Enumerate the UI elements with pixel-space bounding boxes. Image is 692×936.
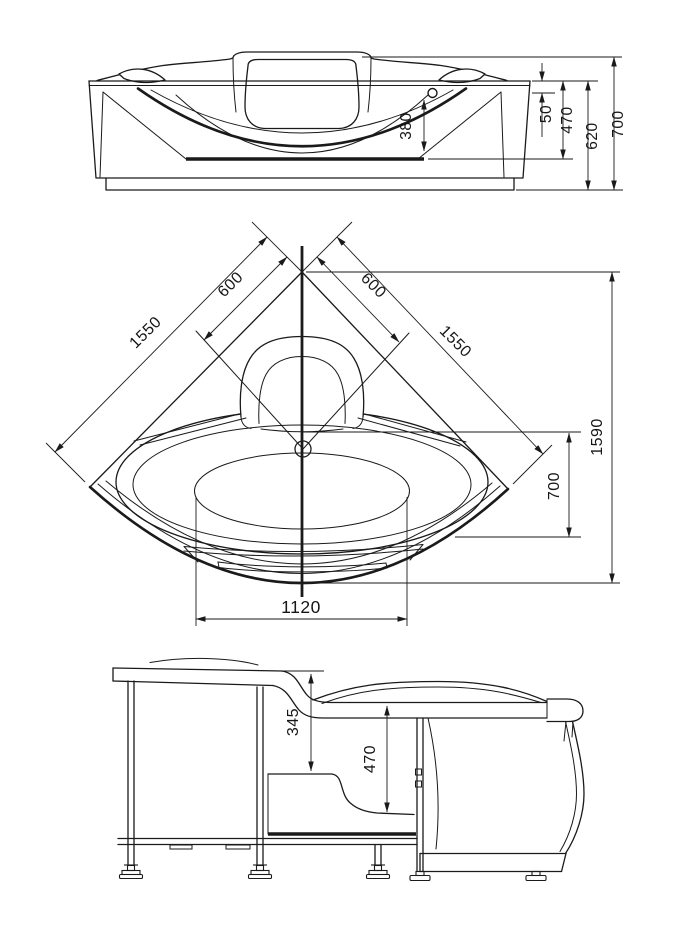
ext-corner-right (512, 444, 553, 485)
tub-rim-arch-outer (312, 680, 548, 703)
deck-seam-left-2 (139, 417, 247, 446)
basin-arc-upper (150, 89, 454, 134)
ext-corner-left (45, 442, 86, 483)
cap-under-line-1 (563, 721, 567, 742)
dim-label-front-620: 620 (584, 122, 601, 149)
plinth-right (560, 852, 567, 873)
seat-band-top (183, 544, 424, 553)
dim-line-1550-right (336, 236, 544, 455)
rim-end-cap (546, 698, 584, 723)
plinth-front (105, 177, 515, 191)
waterfall-bottom-curve (272, 684, 548, 719)
grip-slot (217, 561, 388, 573)
rim-curl-left (118, 68, 166, 84)
rim-curl-right (438, 68, 486, 84)
leg-1 (127, 680, 135, 866)
skirt-seam-right-diagonal (417, 91, 502, 160)
headrest-inner-outline (244, 58, 360, 130)
leg-3 (374, 844, 382, 866)
basin-arc-lower (175, 94, 429, 154)
skirt-seam-left-diagonal (102, 91, 187, 160)
foot-4 (409, 870, 431, 882)
deck-top-edge (112, 667, 283, 672)
leg-fitting-2 (415, 780, 422, 788)
dim-label-front-380: 380 (398, 112, 415, 139)
jet-port-circle (427, 87, 438, 99)
foot-1 (118, 864, 144, 880)
side-elevation-view: 345 470 (112, 657, 585, 882)
dim-label-1120: 1120 (281, 597, 321, 617)
bowl-underside-curve (427, 717, 439, 850)
rail-tab-2 (225, 844, 251, 850)
leg-2 (256, 686, 264, 866)
rail-tab-1 (169, 844, 193, 850)
seat-band-bottom (183, 548, 424, 557)
dim-line-1550-left (54, 236, 268, 453)
deck-seam-left (133, 412, 244, 442)
seat-profile (267, 773, 415, 816)
front-elevation-view: 380 50 470 620 700 (88, 51, 627, 191)
deck-bottom-edge (112, 680, 274, 687)
dim-label-470-side: 470 (362, 745, 379, 773)
headrest-side-right (367, 57, 372, 113)
foot-5 (525, 870, 547, 882)
dim-label-600-left: 600 (215, 269, 247, 301)
tub-rim-arch-inner (321, 686, 542, 704)
front-skirt-outer (564, 720, 585, 855)
dim-line-600-left (203, 256, 288, 341)
dim-label-front-50: 50 (538, 105, 555, 123)
dim-label-600-right: 600 (357, 270, 389, 302)
dim-line-600-right (316, 256, 400, 343)
front-skirt-inner (559, 721, 578, 852)
plan-view: 600 600 1550 1550 1590 700 1120 (45, 221, 620, 626)
deck-back-rim-arc (149, 657, 259, 666)
dim-label-1590: 1590 (589, 418, 606, 456)
foot-2 (247, 864, 273, 880)
dim-label-345: 345 (285, 708, 302, 736)
dim-label-1550-right: 1550 (436, 323, 475, 362)
ext-apex-right (301, 221, 353, 273)
plan-front-arc-inner (105, 480, 493, 565)
dim-label-700-plan: 700 (546, 472, 563, 500)
leg-4 (416, 717, 424, 872)
dim-label-front-470: 470 (559, 106, 576, 133)
ext-apex-left (251, 221, 303, 273)
dim-label-front-700: 700 (610, 110, 627, 137)
skirt-outline (88, 80, 531, 179)
plan-front-arc-outer (88, 485, 510, 585)
seat-band-end-right (409, 544, 424, 561)
foot-3 (365, 864, 391, 880)
basin-arc-main (136, 87, 468, 148)
waterfall-top-curve (281, 670, 548, 704)
skirt-seam-right-vertical (500, 91, 505, 178)
leg-fitting-1 (415, 768, 422, 776)
tub-back-silhouette (96, 51, 508, 82)
skirt-seam-left-vertical (99, 91, 104, 178)
headrest-side-left (232, 57, 237, 113)
